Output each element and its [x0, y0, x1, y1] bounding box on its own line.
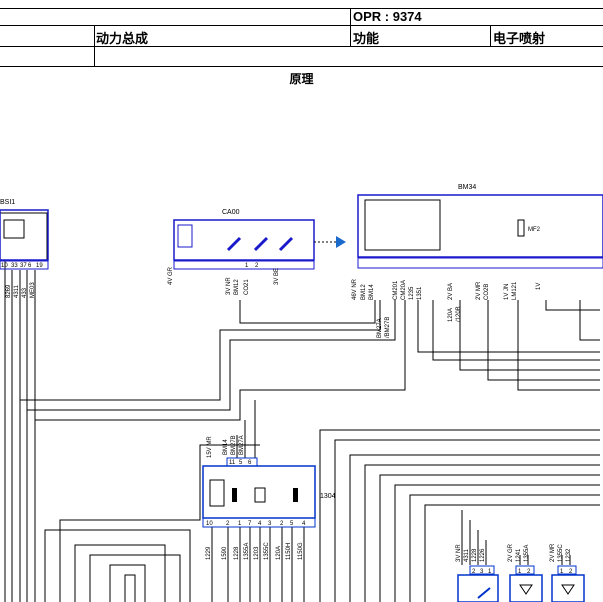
relay-pin: 4 — [258, 521, 262, 527]
relay-pin: 4 — [302, 521, 306, 527]
bm34-wire: BM14 — [369, 284, 375, 300]
bm34-wire: /120B — [456, 306, 462, 322]
bm34-wire: 1V — [536, 283, 542, 290]
relay-wire: 15V MR — [207, 436, 213, 458]
r2-pin: 1 — [518, 569, 522, 575]
r1-wire: 1228 — [472, 548, 478, 562]
bsi-pin: 6 — [28, 263, 32, 269]
r1-wire: 3V NR — [456, 544, 462, 562]
bm34-wire: /BM27B — [385, 317, 391, 338]
bm34-wire: CM20A — [401, 280, 407, 300]
component-r1: 2 3 1 3V NR 4311 1228 1226 — [456, 544, 499, 602]
switch-contacts — [226, 236, 294, 252]
relay-wire: 1355C — [264, 542, 270, 560]
r3-pin: 2 — [569, 569, 573, 575]
ca00-ignition-switch: CA00 1 2 4V GR 3V NR BM12 CO21 3V BE — [168, 209, 346, 295]
bsi-pin: 19 — [36, 263, 43, 269]
relay-pin: 2 — [226, 521, 230, 527]
bm34-wire: 2V BA — [448, 283, 454, 300]
bsi-name: BSI1 — [0, 199, 15, 206]
component-r2: 1 2 2V GR 1241 1355A — [508, 543, 543, 602]
relay-pin: 10 — [206, 521, 213, 527]
function-value: 电子喷射 — [493, 31, 546, 46]
ca00-wire: 3V NR — [226, 277, 232, 295]
ca00-pin: 2 — [255, 263, 259, 269]
ca00-wire: 4V GR — [168, 266, 174, 285]
r3-wire: 1355C — [558, 544, 564, 562]
bm34-wire: BM12 — [361, 284, 367, 300]
relay-wire: BM27B — [231, 435, 237, 455]
bsi-wire: 433 — [22, 287, 28, 298]
r3-wire: 2V MR — [550, 543, 556, 562]
relay-pin: 3 — [268, 521, 272, 527]
ca00-name: CA00 — [222, 209, 240, 216]
bsi-pin: 10 — [1, 263, 8, 269]
r1-pin: 2 — [472, 569, 476, 575]
relay-pin: 1 — [238, 521, 242, 527]
bsi-wire: 4311 — [14, 284, 20, 298]
relay-wire: 1355A — [244, 543, 250, 560]
relay-wire: BM27A — [239, 435, 245, 455]
bm34-wire: 1V JN — [504, 284, 510, 300]
r2-wire: 1241 — [516, 548, 522, 562]
r1-pin: 1 — [488, 569, 492, 575]
relay-wire: 1150H — [286, 543, 292, 560]
ca00-pin: 1 — [245, 263, 249, 269]
group-label: 动力总成 — [96, 31, 149, 46]
bm34-wire: 2V MR — [476, 281, 482, 300]
ca00-wire: 3V BE — [274, 268, 280, 285]
bm34-wire: LM121 — [512, 281, 518, 300]
relay-pin: 5 — [239, 460, 243, 466]
bm34-name: BM34 — [458, 184, 476, 191]
bsi-pin: 33 — [11, 263, 18, 269]
bm34-wire: BM27A — [377, 318, 383, 338]
relay-1304: 1304 11 5 6 15V MR BM14 BM27B BM27A 10 2… — [202, 435, 336, 560]
r2-wire: 2V GR — [508, 543, 514, 562]
ca00-wire: CO21 — [244, 279, 250, 295]
bm34-fuse: MF2 — [528, 227, 541, 233]
bm34-wire: 1235 — [409, 286, 415, 300]
relay-pin: 2 — [280, 521, 284, 527]
header-table: OPR : 9374 动力总成 功能 电子喷射 — [0, 0, 603, 70]
r2-wire: 1355A — [524, 545, 530, 562]
opr-code: OPR : 9374 — [353, 9, 422, 24]
bm34-wire: CM201 — [393, 280, 399, 300]
relay-wire: 120A — [276, 546, 282, 560]
relay-wire: 1229 — [206, 546, 212, 560]
r3-wire: 1232 — [566, 548, 572, 562]
relay-wire: 1590 — [222, 546, 228, 560]
bm34-wire: 120A — [448, 308, 454, 322]
bsi-wire: 8269 — [6, 284, 12, 298]
r1-pin: 3 — [480, 569, 484, 575]
relay-pin: 5 — [290, 521, 294, 527]
r2-pin: 2 — [527, 569, 531, 575]
bsi-pin: 37 — [20, 263, 27, 269]
bm34-wire: 46V NR — [352, 278, 358, 300]
bm34-module: BM34 MF2 46V NR BM12 BM14 BM27A /BM27B C… — [352, 184, 603, 338]
relay-wire: BM14 — [223, 439, 229, 455]
r3-pin: 1 — [560, 569, 564, 575]
relay-wire: 1228 — [234, 546, 240, 560]
ca00-wire: BM12 — [234, 279, 240, 295]
relay-1304-name: 1304 — [320, 493, 336, 500]
bm34-wire: 1351 — [417, 286, 423, 300]
relay-wire: 1203 — [254, 546, 260, 560]
bsi-connector: BSI1 10 33 37 6 19 8269 4311 433 ME03 — [0, 199, 49, 298]
page-title: 原理 — [289, 72, 314, 86]
relay-pin: 11 — [229, 460, 236, 466]
r1-wire: 1226 — [480, 548, 486, 562]
r1-wire: 4311 — [464, 548, 470, 562]
relay-pin: 6 — [248, 460, 252, 466]
bsi-wire: ME03 — [30, 282, 36, 298]
bm34-wire: CO2B — [484, 284, 490, 300]
function-label: 功能 — [353, 31, 380, 46]
relay-wire: 1150G — [298, 542, 304, 560]
key-icon — [336, 236, 346, 248]
component-r3: 1 2 2V MR 1355C 1232 — [550, 543, 585, 602]
relay-pin: 7 — [248, 521, 252, 527]
